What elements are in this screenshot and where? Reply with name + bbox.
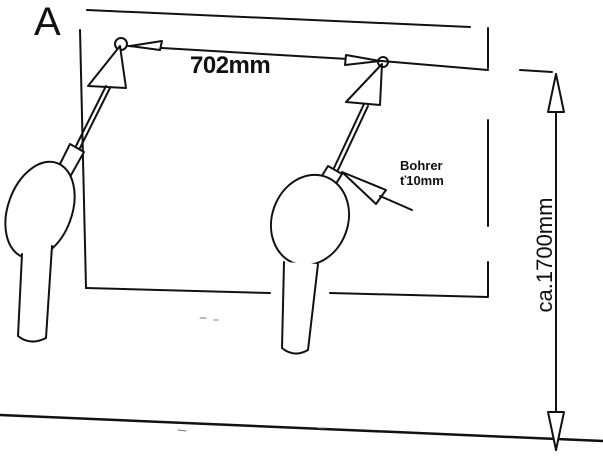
floor-line <box>0 413 603 443</box>
drill-bit-callout <box>341 171 413 211</box>
pointer-arrow-right <box>345 63 383 106</box>
width-dimension-line <box>127 40 489 71</box>
panel-letter: A <box>34 0 61 44</box>
height-dimension-line <box>519 69 565 451</box>
drill-hole-icon <box>377 56 389 68</box>
mounting-height-label: ca.1700mm <box>532 197 557 313</box>
wall-panel-outline <box>79 9 489 298</box>
drill-bit-label-line2: ť10mm <box>400 173 444 188</box>
drill-bit-label: Bohrer ť10mm <box>400 158 444 188</box>
drill-icon-left <box>4 85 111 343</box>
pointer-arrow-left <box>87 45 127 89</box>
drill-icon-right <box>269 103 369 355</box>
hole-spacing-label: 702mm <box>190 52 271 79</box>
drill-bit-label-line1: Bohrer <box>400 158 443 173</box>
